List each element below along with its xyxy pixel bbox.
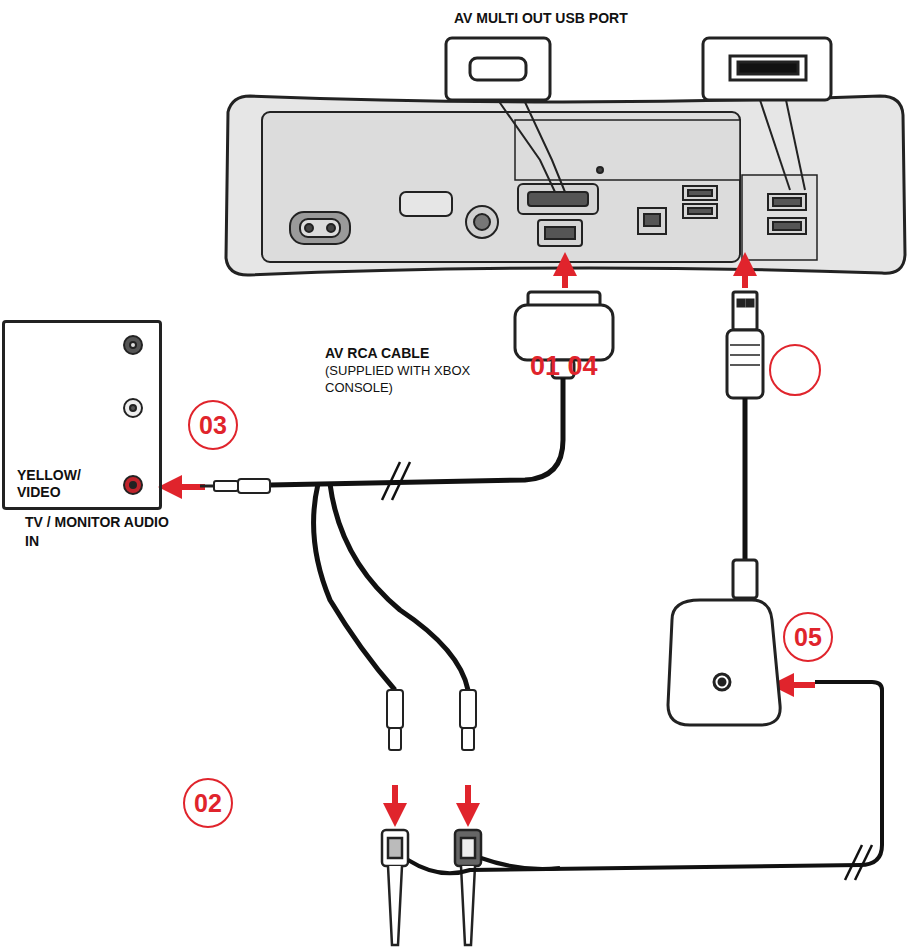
cable-label: AV RCA CABLE	[325, 345, 429, 362]
direction-arrows	[170, 264, 815, 815]
callout-number-text: 03	[199, 413, 227, 438]
empty-callout-circle	[770, 345, 820, 395]
callout-number-text: 05	[794, 625, 822, 650]
port-label: AV MULTI OUT USB PORT	[454, 10, 628, 27]
audio-plugs	[387, 690, 476, 750]
callout-number: 03	[188, 400, 238, 450]
callout-number: 05	[783, 612, 833, 662]
audio-jacks	[382, 830, 481, 945]
cable-note: (SUPPLIED WITH XBOX CONSOLE)	[325, 362, 510, 396]
usb-receiver	[668, 292, 780, 725]
av-rca-cable	[270, 378, 563, 690]
jack-label: YELLOW/ VIDEO	[17, 467, 107, 501]
tv-jacks	[124, 336, 142, 494]
console-back	[226, 96, 905, 275]
port-zoom-callouts	[446, 38, 831, 192]
callout-number: 01 04	[530, 350, 598, 382]
receiver-lead	[408, 682, 882, 873]
tv-input-panel: YELLOW/ VIDEOTV / MONITOR AUDIO IN	[2, 320, 162, 510]
callout-number: 02	[183, 778, 233, 828]
device-label: TV / MONITOR AUDIO IN	[25, 513, 175, 551]
callout-number-text: 02	[194, 791, 222, 816]
cable-break-marks	[382, 462, 872, 880]
video-plug	[200, 479, 270, 493]
